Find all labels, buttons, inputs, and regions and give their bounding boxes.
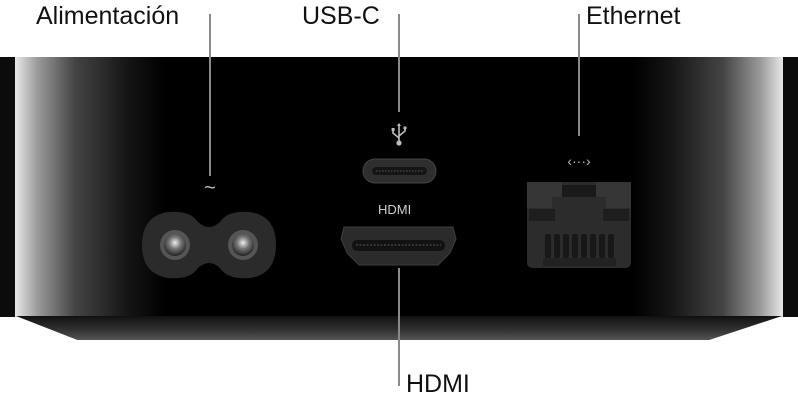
body-left-highlight [15, 57, 165, 317]
callout-ethernet-label: Ethernet [586, 2, 681, 30]
leader-line-power [209, 14, 211, 176]
callout-power-label: Alimentación [36, 2, 180, 30]
leader-line-ethernet [578, 14, 580, 136]
body-right-highlight [633, 57, 783, 317]
power-port [142, 211, 276, 279]
leader-line-hdmi [398, 268, 400, 386]
hdmi-port [340, 226, 457, 266]
ac-power-symbol-icon: ~ [204, 177, 216, 199]
usb-symbol-icon [391, 123, 407, 146]
callout-usb-label: USB-C [302, 2, 380, 30]
usb-c-port [362, 158, 437, 184]
hdmi-printed-label: HDMI [378, 202, 412, 217]
callout-hdmi-label: HDMI [406, 370, 470, 398]
body-right-edge [783, 57, 798, 317]
ethernet-port [527, 182, 631, 268]
ethernet-symbol-icon: ‹···› [567, 153, 591, 169]
leader-line-usb [398, 14, 400, 112]
body-left-edge [0, 57, 15, 317]
